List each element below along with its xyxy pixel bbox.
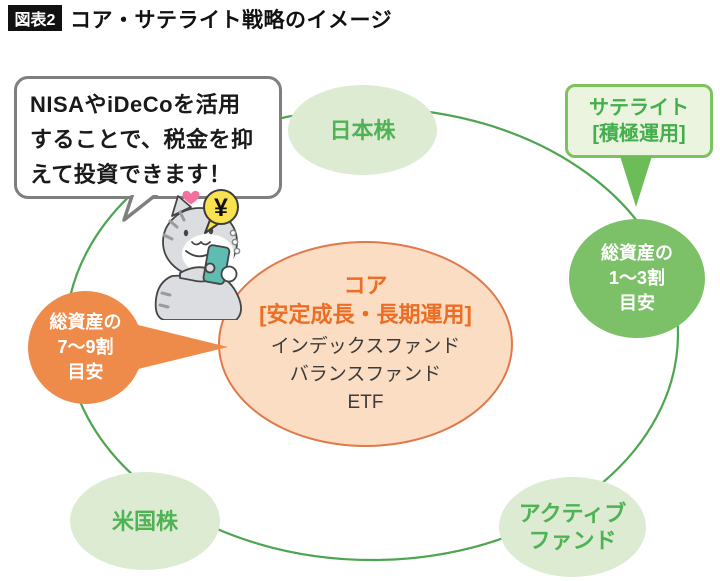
satellite-share-line: 目安 [619,293,655,313]
core-item: バランスファンド [289,364,442,385]
satellite-subtitle: [積極運用] [592,123,686,145]
cat-eye-left [183,229,189,237]
cat-illustration: ¥ [154,189,242,320]
core-item-list: インデックスファンド バランスファンド ETF [271,333,460,417]
node-us-stocks: 米国株 [70,472,220,570]
satellite-title: サテライト [589,97,689,119]
speech-bubble-tail [122,195,159,222]
figure-title: コア・サテライト戦略のイメージ [70,9,393,32]
core-ellipse: コア [安定成長・長期運用] インデックスファンド バランスファンド ETF [218,241,513,447]
speech-bubble-line: NISAやiDeCoを活用 [30,92,241,117]
cat-body-stripes [158,291,172,309]
core-pointer-triangle [130,323,228,371]
node-japan-stocks-label: 日本株 [329,117,396,143]
core-title: コア [343,273,388,298]
core-share-line: 目安 [67,362,104,382]
core-share-circle: 総資産の 7〜9割 目安 [28,291,143,404]
cat-head-stripes [162,210,186,241]
satellite-box: サテライト [積極運用] [565,84,713,158]
node-active-fund: アクティブ ファンド [499,477,646,577]
node-active-fund-label: アクティブ [518,501,627,526]
satellite-pointer-triangle [620,156,652,207]
cat-body [154,273,242,320]
cat-paw [220,265,238,283]
core-subtitle: [安定成長・長期運用] [259,302,472,327]
core-share-line: 総資産の [49,312,122,332]
heart-icon [182,190,200,205]
core-item: インデックスファンド [270,336,461,357]
core-item: ETF [347,392,384,413]
speech-bubble: NISAやiDeCoを活用 することで、税金を抑 えて投資できます！ [14,76,282,199]
cat-mouth [191,241,211,246]
node-japan-stocks: 日本株 [288,85,437,175]
speech-bubble-line: することで、税金を抑 [30,127,254,152]
satellite-share-circle: 総資産の 1〜3割 目安 [569,219,705,338]
satellite-share-line: 1〜3割 [608,268,666,288]
satellite-share-line: 総資産の [601,243,673,263]
node-active-fund-label: ファンド [528,528,617,553]
speech-bubble-line: えて投資できます！ [30,162,232,187]
figure-tag: 図表2 [8,5,62,31]
core-share-line: 7〜9割 [57,337,114,357]
yen-symbol: ¥ [214,194,228,222]
node-us-stocks-label: 米国株 [111,508,178,534]
cat-finger [204,262,216,274]
yen-coin-icon: ¥ [203,189,241,255]
